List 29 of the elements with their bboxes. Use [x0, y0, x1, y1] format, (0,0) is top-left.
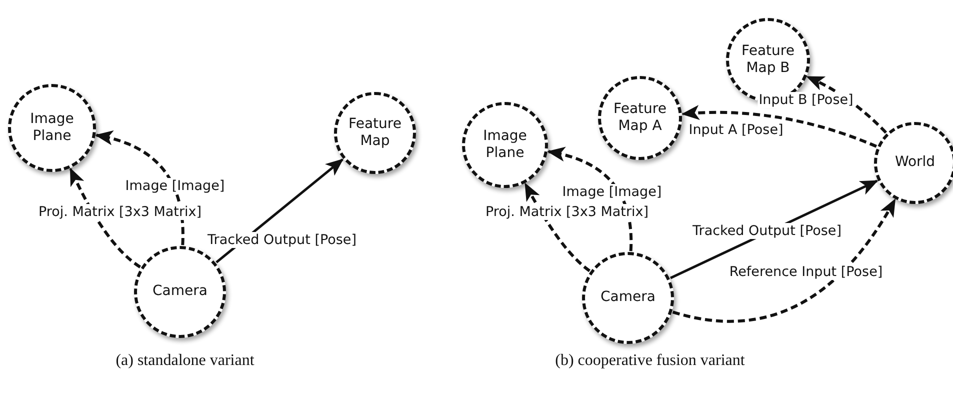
node-circle	[334, 92, 416, 174]
node-circle	[134, 246, 226, 338]
figure-caption: (a) standalone variant	[116, 352, 254, 370]
node-label: Camera	[600, 289, 656, 307]
node-label: World	[894, 154, 936, 172]
arrow	[94, 131, 184, 246]
edge-label: Image [Image]	[561, 184, 663, 200]
node-label: Camera	[152, 283, 208, 301]
edge-label: Reference Input [Pose]	[728, 264, 884, 280]
edge-label: Proj. Matrix [3x3 Matrix]	[37, 204, 203, 220]
edge-label: Proj. Matrix [3x3 Matrix]	[484, 204, 650, 220]
arrow	[69, 168, 142, 268]
edge-label: Input B [Pose]	[758, 92, 854, 108]
node-label: Image Plane	[29, 110, 75, 146]
figure-caption: (b) cooperative fusion variant	[555, 352, 745, 370]
node-label: Image Plane	[482, 128, 528, 162]
node-label: Feature Map A	[612, 100, 668, 136]
edge-label: Tracked Output [Pose]	[692, 223, 842, 239]
node-label: Feature Map B	[740, 42, 796, 78]
edge-label: Input A [Pose]	[688, 122, 784, 138]
edge-label: Tracked Output [Pose]	[206, 232, 358, 248]
edge-label: Image [Image]	[124, 178, 226, 194]
arrow	[547, 147, 633, 252]
node-label: Feature Map	[348, 116, 402, 150]
node-circle	[874, 122, 953, 204]
arrow	[672, 198, 896, 323]
arrow	[681, 105, 877, 148]
arrow	[524, 182, 591, 272]
node-circle	[582, 252, 674, 344]
